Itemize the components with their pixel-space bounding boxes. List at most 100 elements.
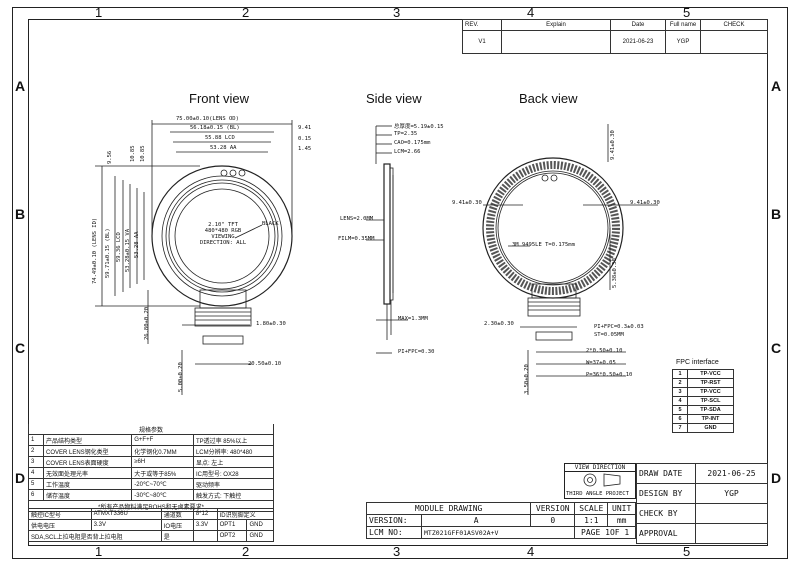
design-by-value: YGP [695,483,768,504]
module-drawing-table: MODULE DRAWING VERSION SCALE UNIT VERSIO… [365,502,636,539]
spec-cell: 大于或等于85% [131,467,194,479]
back-dim-top: 9.41±0.30 [610,130,616,160]
lcm-value: MTZ021GFF01ASV02A+V [420,526,576,539]
revision-table: REV. Explain Date Full name CHECK V1 202… [462,19,768,54]
scale-header: SCALE [574,502,609,515]
check-by-label: CHECK BY [636,503,696,524]
version-value: A [420,514,532,527]
spec-cell: LCM分辨率: 480*480 [192,445,275,457]
approval-value [695,523,768,544]
spec-cell: 产品结构类型 [42,434,133,446]
side-dim-tp: TP=2.35 [394,131,418,137]
ic-cell: 8*12 [192,508,218,520]
side-dim-pi: PI+FPC=0.30 [398,349,435,355]
front-dim-lcd-v: 59.36 LCD [116,232,122,262]
spec-cell: 6 [28,489,44,501]
power-row: 供电电压 3.3V IO电压 3.3V OPT1 GND [28,519,274,531]
back-dim-left: 9.41±0.30 [452,200,482,206]
fpc-pin-name: TP-SCL [687,396,734,406]
zone-col-3-top: 3 [393,5,401,20]
back-dim-b2: PI+FPC=0.3±0.03 [594,324,644,330]
fpc-pin-no: 7 [672,423,688,433]
front-dim-r3: 1.45 [298,146,312,152]
power-cell: 3.3V [192,519,218,531]
side-dim-film: FILM=0.35MM [338,236,375,242]
fpc-pin-name: TP-RST [687,378,734,388]
pullup-cell: 是 [160,530,194,542]
version-header: VERSION [530,502,576,515]
power-cell: 供电电压 [28,519,92,531]
side-dim-lcm: LCM=2.66 [394,149,421,155]
back-dim-b7: 3.50±0.20 [524,364,530,394]
spec-cell: IC用型号: OX28 [192,467,275,479]
back-tape-label: 3M 9495LE T=0.175mm [512,242,575,248]
power-cell: GND [246,519,274,531]
ic-table: 触控IC型号 ATMXT336U 通道数 8*12 ID识别脚定义 供电电压 3… [28,508,275,542]
power-cell: 3.3V [90,519,162,531]
draw-date-value: 2021-06-25 [695,463,768,484]
front-dim-aa: 53.28 AA [210,145,237,151]
back-dim-side: 5.38±0.30 [612,258,618,288]
back-dim-b5: W=37±0.05 [586,360,616,366]
fpc-pin-name: TP-VCC [687,387,734,397]
check-value [700,30,768,54]
fpc-pin-name: TP-VCC [687,369,734,379]
back-dim-b1: 2.30±0.30 [484,321,514,327]
zone-col-4-bottom: 4 [527,544,535,559]
spec-cell: 1 [28,434,44,446]
view-direction-label: VIEW DIRECTION [565,464,635,472]
zone-row-d-left: D [15,470,26,486]
zone-col-2-top: 2 [242,5,250,20]
zone-col-2-bottom: 2 [242,544,250,559]
spec-cell: -30℃~80℃ [131,489,194,501]
view-direction-box: VIEW DIRECTION THIRD ANGLE PROJECT [564,463,636,499]
zone-col-5-top: 5 [683,5,691,20]
fpc-pin-name: TP-SDA [687,405,734,415]
front-dim-d2: 20.50±0.10 [248,361,282,367]
front-black-label: BLACK [262,221,279,227]
unit-value: mm [607,514,636,527]
zone-row-b-left: B [15,206,26,222]
approval-label: APPROVAL [636,523,696,544]
ic-cell: ATMXT336U [90,508,162,520]
zone-row-a-left: A [15,78,26,94]
spec-cell: 工作温度 [42,478,133,490]
back-view-drawing [482,124,658,395]
pullup-row: SDA,SCL上拉电阻是否背上拉电阻 是 OPT2 GND [28,530,274,542]
spec-cell: TP透过率 85%以上 [192,434,275,446]
pullup-cell: GND [246,530,274,542]
spec-cell: 驱动频率 [192,478,275,490]
back-view-title: Back view [519,91,578,106]
zone-row-b-right: B [771,206,782,222]
front-dim-bl: 56.18±0.15 (BL) [190,125,240,131]
page-label: PAGE 1OF 1 [574,526,636,539]
spec-cell: -20℃~70℃ [131,478,194,490]
spec-cell: 显点: 左上 [192,456,275,468]
front-dim-d4: 5.00±0.20 [178,362,184,392]
side-dim-lens: LENS=2.0MM [340,216,374,222]
front-dim-v1: 9.56 [107,150,113,164]
back-dim-b6: P=36*0.50±0.10 [586,372,633,378]
back-dim-right: 9.41±0.30 [630,200,660,206]
front-dim-d3: 26.80±0.20 [144,306,150,340]
fpc-pin-name: TP-INT [687,414,734,424]
panel-info-line-1: 2.10" TFT [208,222,238,228]
front-dim-v3: 10.85 [140,145,146,162]
date-value: 2021-06-23 [610,30,666,54]
back-dim-b3: ST=0.05MM [594,332,624,338]
side-view-drawing [366,125,408,354]
outer-frame [12,7,788,559]
fpc-pin-no: 4 [672,396,688,406]
fpc-pin-no: 6 [672,414,688,424]
spec-cell: G+F+F [131,434,194,446]
front-dim-lens-od: 75.00±0.10(LENS OD) [176,116,239,122]
